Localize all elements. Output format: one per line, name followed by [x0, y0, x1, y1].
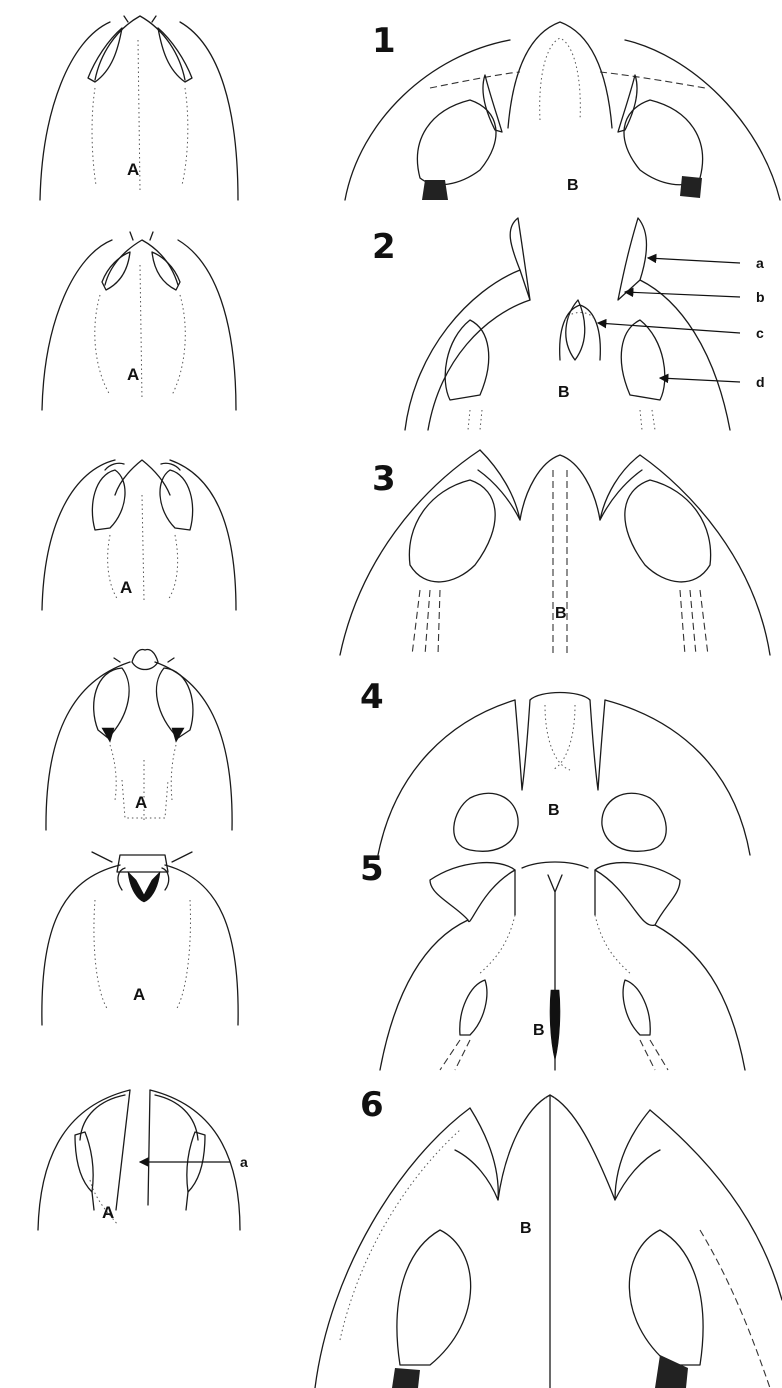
row-1-number: 1 [372, 21, 396, 61]
row-6-right-drawing [315, 1095, 782, 1388]
row-4-right-drawing [378, 693, 750, 856]
row-5-label-A: A [133, 985, 145, 1004]
row-3-left-drawing [42, 460, 236, 610]
row-3-right-drawing [340, 450, 770, 655]
row-5-right-drawing [380, 862, 745, 1070]
row-6-label-B: B [520, 1220, 532, 1237]
pointer-label-a: a [756, 255, 764, 271]
row-3-number: 3 [372, 459, 396, 499]
row-2-label-B: B [558, 384, 570, 401]
row-4-label-B: B [548, 802, 560, 819]
row-5-number: 5 [360, 849, 384, 889]
row-2-number: 2 [372, 227, 396, 267]
pointer-label-b: b [756, 289, 765, 305]
row-6-pointer-label-a: a [240, 1154, 248, 1170]
row-6-label-A: A [102, 1203, 114, 1222]
row-1-label-B: B [567, 177, 579, 194]
row-3-label-A: A [120, 578, 132, 597]
row-5-label-B: B [533, 1022, 545, 1039]
row-6-left-drawing [38, 1090, 240, 1230]
row-4-number: 4 [360, 677, 384, 717]
row-1-label-A: A [127, 160, 139, 179]
row-2-label-A: A [127, 365, 139, 384]
row-6-number: 6 [360, 1085, 384, 1125]
row-1-right-drawing [345, 22, 780, 200]
row-2-pointers [598, 258, 740, 382]
pointer-label-d: d [756, 374, 765, 390]
row-4-label-A: A [135, 793, 147, 812]
pointer-label-c: c [756, 325, 764, 341]
row-3-label-B: B [555, 605, 567, 622]
